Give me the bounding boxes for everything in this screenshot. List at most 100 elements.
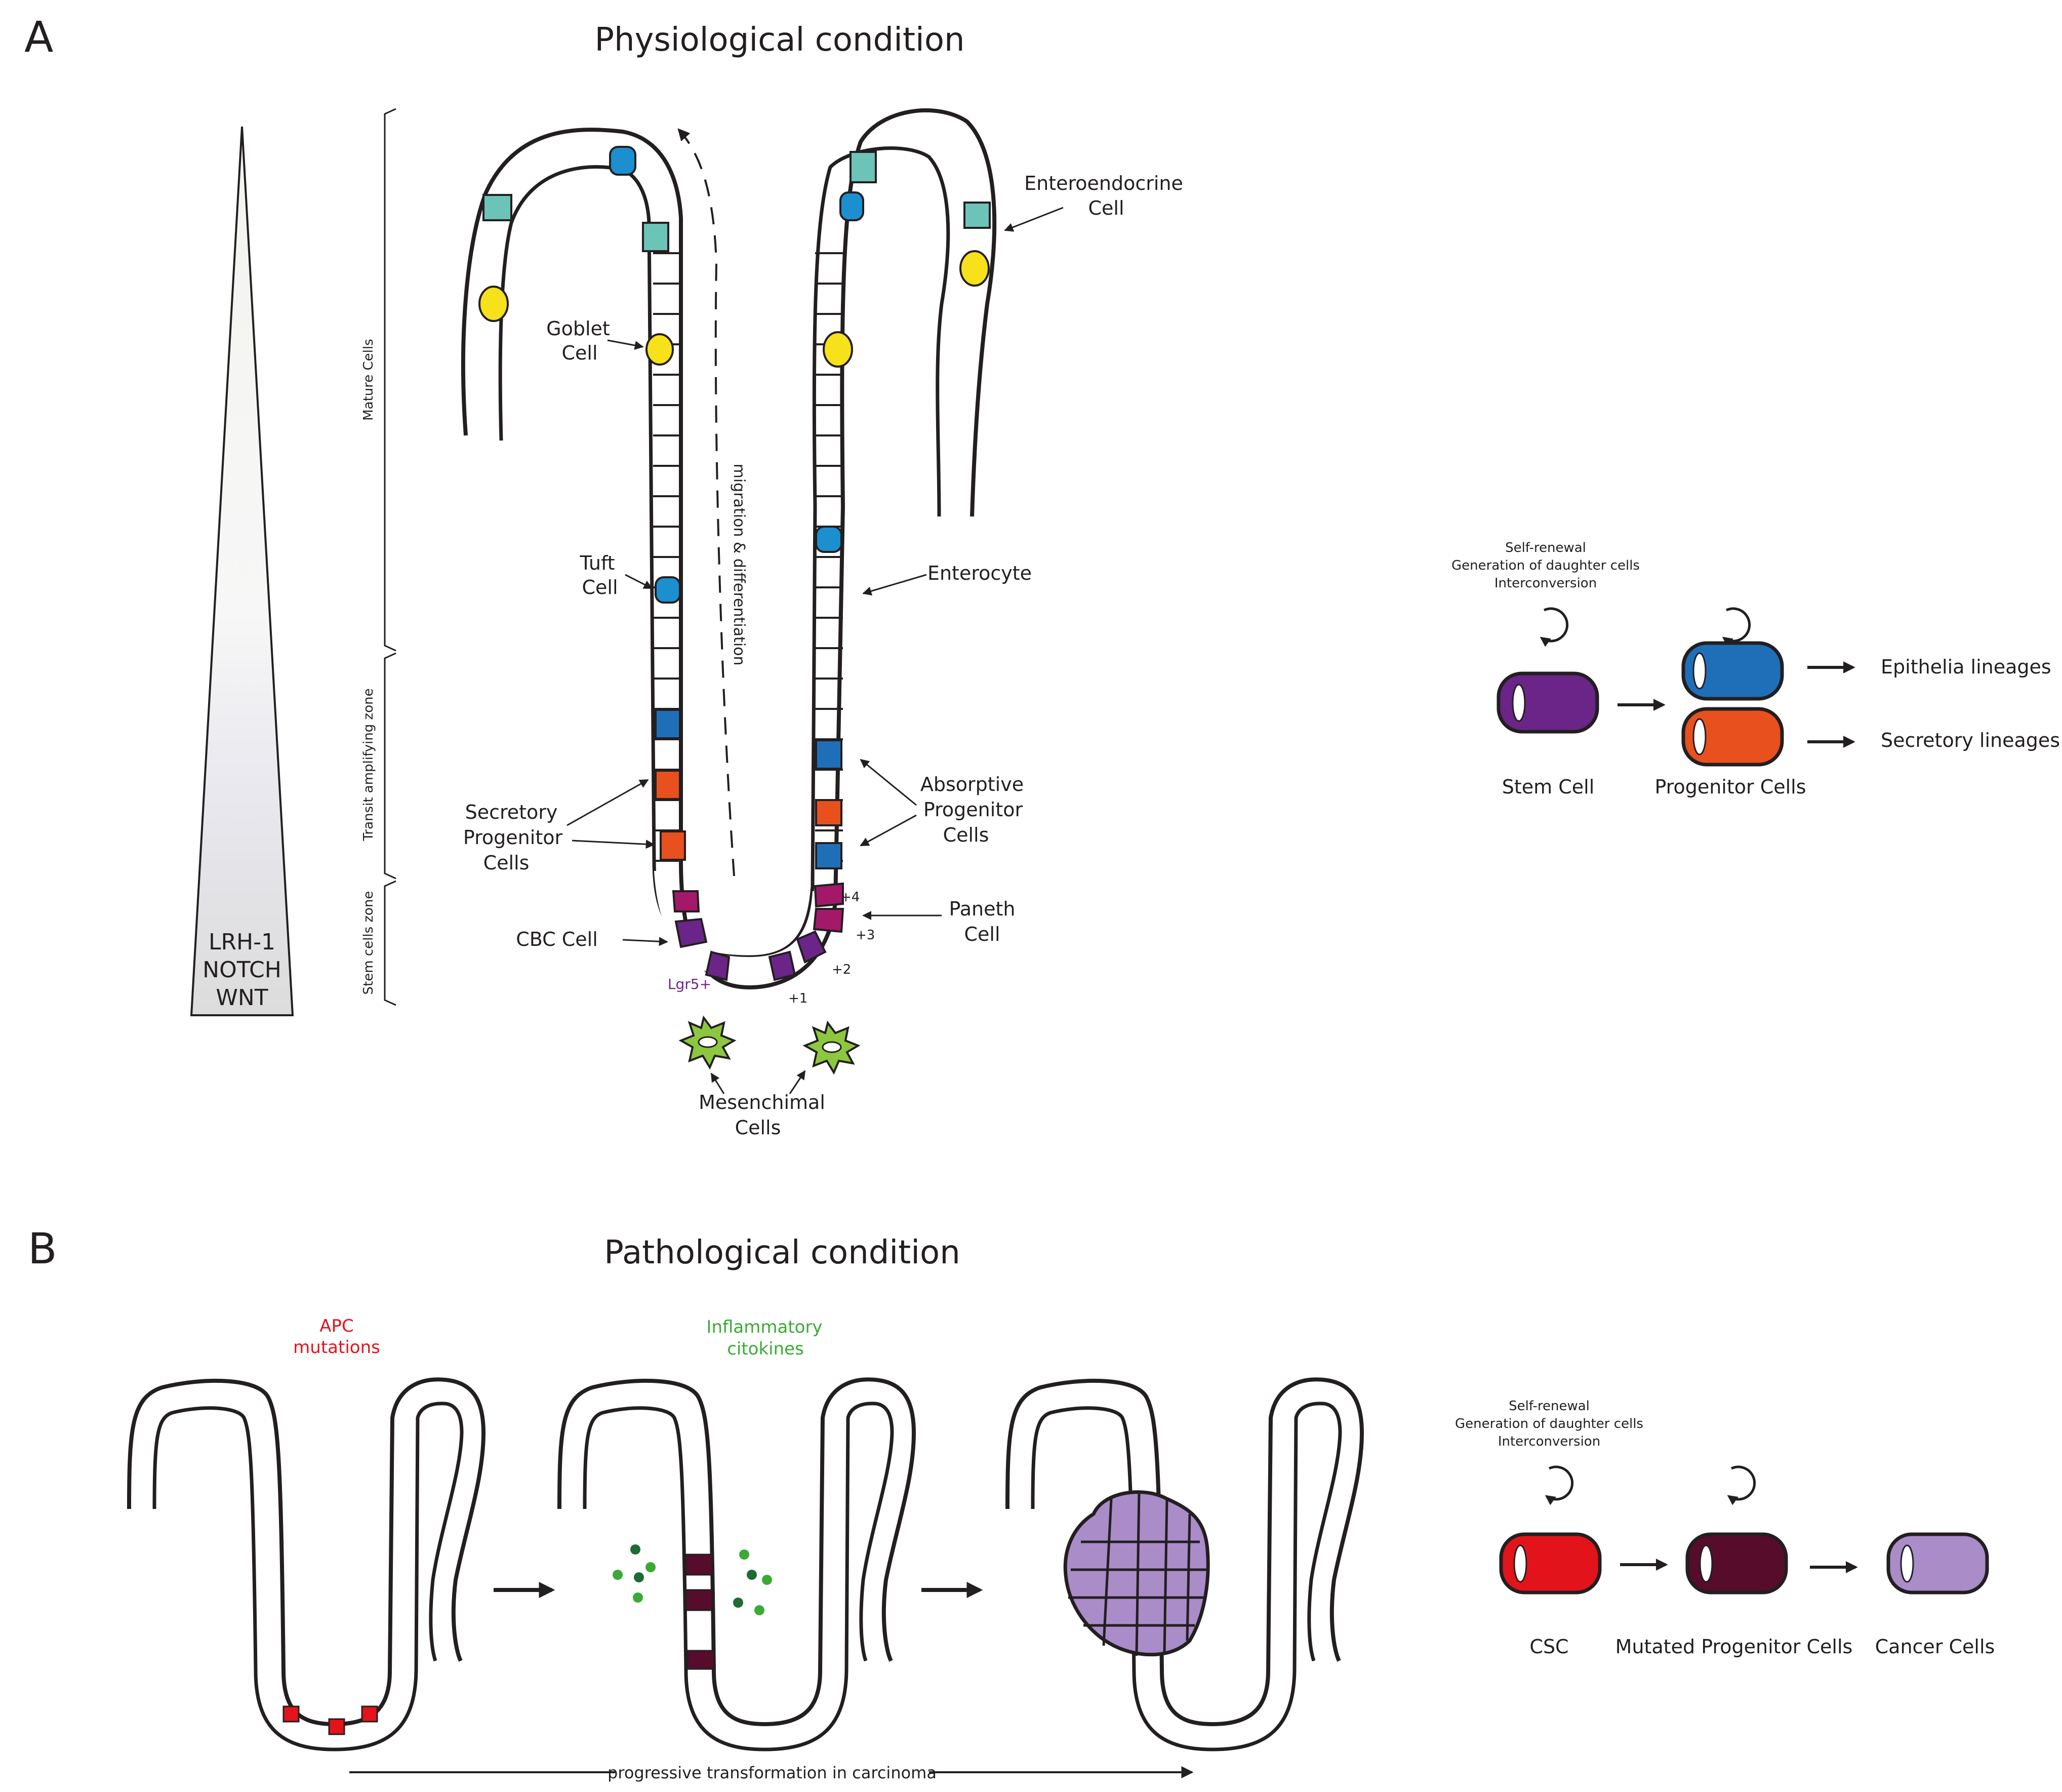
gradient-label-lrh1: LRH-1 <box>209 929 275 955</box>
migration-label: migration & differentiation <box>730 464 748 666</box>
hierarchy-a-header-1: Self-renewal <box>1505 540 1586 555</box>
paneth-cell-2 <box>813 908 844 933</box>
absorptive-progenitor-icon <box>1681 641 1784 701</box>
progression-label: progressive transformation in carcinoma <box>608 1763 937 1782</box>
secretory-progenitor-cell-3 <box>660 830 686 861</box>
cbc-stem-cell-5 <box>796 930 827 964</box>
mesenchimal-label-2: Cells <box>735 1117 781 1139</box>
absorptive-progenitor-cell-3 <box>815 842 842 869</box>
stem-cell-icon <box>1497 671 1599 734</box>
zone-bracket-transit <box>384 652 396 880</box>
epithelia-lineages-label: Epithelia lineages <box>1881 656 2051 678</box>
zone-bracket-stem <box>384 880 396 1006</box>
zone-label-mature: Mature Cells <box>361 339 376 421</box>
mesenchimal-cell-right <box>802 1020 861 1075</box>
self-renewal-icon-csc <box>1545 1465 1574 1505</box>
hierarchy-a-header-2: Generation of daughter cells <box>1451 558 1640 573</box>
mesenchimal-pointer-2 <box>789 1070 806 1094</box>
cbc-stem-cell-1 <box>672 890 700 912</box>
enteroendocrine-cell-right-top <box>850 151 877 183</box>
goblet-cell-top-left <box>478 286 509 322</box>
hierarchy-b-header-2: Generation of daughter cells <box>1455 1416 1643 1431</box>
stem-cell-label: Stem Cell <box>1502 776 1595 798</box>
signal-gradient-triangle <box>190 126 294 1016</box>
enteroendocrine-cell-left <box>642 222 669 252</box>
mesenchimal-cell-left <box>678 1015 737 1070</box>
crypt-inflammation <box>557 1377 916 1751</box>
self-renewal-icon-stem <box>1540 607 1569 647</box>
self-renewal-icon-mutated <box>1727 1465 1756 1505</box>
villus-inner-wall <box>498 146 950 959</box>
absorptive-label-3: Cells <box>943 824 989 846</box>
goblet-pointer <box>607 339 644 350</box>
panel-a-letter: A <box>24 12 53 62</box>
secretory-label-3: Cells <box>483 852 530 874</box>
enteroendocrine-pointer <box>1004 207 1064 232</box>
migration-arrow <box>677 128 735 877</box>
csc-icon <box>1499 1532 1602 1595</box>
tuft-cell-top <box>609 146 636 176</box>
tuft-label-1: Tuft <box>579 552 615 574</box>
zone-label-transit: Transit amplifying zone <box>361 688 376 841</box>
tuft-label-2: Cell <box>582 576 618 599</box>
secretory-lineages-label: Secretory lineages <box>1881 729 2060 751</box>
self-renewal-icon-progenitor <box>1722 607 1751 647</box>
inflammatory-label-2: citokines <box>727 1339 804 1359</box>
position-plus4: +4 <box>840 890 860 905</box>
absorptive-progenitor-cell-2 <box>815 799 842 826</box>
enteroendocrine-label-1: Enteroendocrine <box>1024 172 1183 194</box>
secretory-pointer-2 <box>572 840 655 849</box>
secretory-progenitor-cell-2 <box>655 770 681 800</box>
position-plus1: +1 <box>788 991 807 1006</box>
crypt-apc <box>127 1377 486 1751</box>
enteroendocrine-cell-right <box>963 202 991 229</box>
secretory-label-2: Progenitor <box>463 826 563 849</box>
enteroendocrine-cell-top <box>482 194 512 221</box>
paneth-label-1: Paneth <box>949 898 1016 920</box>
inflammatory-label-1: Inflammatory <box>706 1317 822 1337</box>
enteroendocrine-label-2: Cell <box>1088 197 1124 219</box>
cbc-label: CBC Cell <box>516 928 598 950</box>
goblet-label-2: Cell <box>561 342 597 364</box>
absorptive-label-1: Absorptive <box>920 773 1024 795</box>
gradient-label-notch: NOTCH <box>203 957 281 983</box>
absorptive-pointer-1 <box>860 759 917 806</box>
gradient-label-wnt: WNT <box>216 985 268 1011</box>
panel-a-title: Physiological condition <box>594 21 964 59</box>
paneth-cell-1 <box>814 882 844 908</box>
paneth-label-2: Cell <box>964 923 1000 945</box>
cancer-cell-icon <box>1886 1532 1989 1595</box>
crypt-carcinoma <box>1005 1377 1364 1751</box>
secretory-pointer-1 <box>567 779 649 826</box>
goblet-cell-left <box>645 333 674 366</box>
enterocyte-pointer <box>862 574 927 596</box>
zone-label-stem: Stem cells zone <box>361 891 376 995</box>
goblet-cell-right <box>823 331 853 368</box>
lgr5-label: Lgr5+ <box>668 976 711 992</box>
absorptive-label-2: Progenitor <box>923 799 1023 821</box>
secretory-progenitor-cell-1 <box>655 709 681 739</box>
mesenchimal-pointer-1 <box>710 1072 725 1094</box>
panel-b-letter: B <box>28 1224 57 1273</box>
mesenchimal-label-1: Mesenchimal <box>699 1091 825 1113</box>
secretory-progenitor-icon <box>1681 707 1784 767</box>
villus-outer-wall <box>461 108 997 990</box>
position-plus3: +3 <box>856 928 875 943</box>
panel-b-title: Pathological condition <box>604 1234 960 1271</box>
position-plus2: +2 <box>832 962 851 977</box>
tuft-pointer <box>625 574 653 589</box>
zone-bracket-mature <box>384 108 396 652</box>
tuft-cell-right <box>815 526 842 553</box>
tuft-cell-left <box>655 576 681 604</box>
hierarchy-a-header-3: Interconversion <box>1494 576 1597 591</box>
cbc-stem-cell-3 <box>705 950 731 981</box>
cbc-stem-cell-4 <box>768 950 796 981</box>
secretory-label-1: Secretory <box>465 801 558 823</box>
enterocyte-label: Enterocyte <box>927 562 1032 584</box>
goblet-cell-top-right <box>959 250 990 287</box>
cbc-stem-cell-2 <box>674 918 708 948</box>
apc-label-1: APC <box>319 1316 354 1336</box>
mutated-progenitor-icon <box>1685 1532 1788 1595</box>
